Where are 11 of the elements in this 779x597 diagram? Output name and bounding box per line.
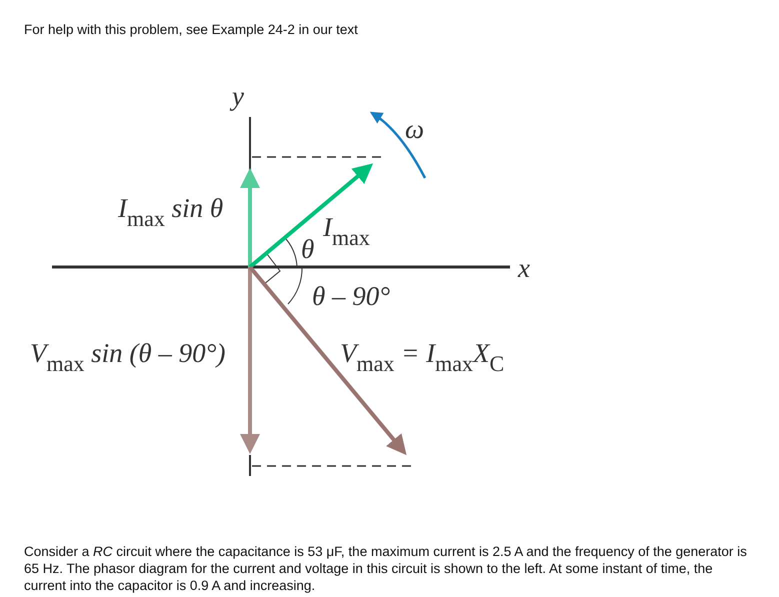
formula-label: I$_{max}$ — [323, 214, 370, 249]
heading-text: For help with this problem, see Example 24-2 in our text — [24, 22, 358, 37]
angle-label: θ – 90° — [312, 283, 390, 310]
formula-label: V$_{max}$ = I$_{max}$X$_{C}$ — [340, 340, 504, 375]
axis-label: y — [232, 83, 244, 110]
angular-velocity-label: ω — [405, 116, 424, 143]
formula-label: I$_{max}$ sin θ — [118, 195, 224, 230]
problem-text: Consider a RC circuit where the capacitance is 53 μF, the maximum current is 2.5 A and the frequency of the generator is 65 Hz. The phasor diagram for the current and voltage in this circuit is shown to the left. At some instant of time, the current into the capacitor is 0.9 A and increasing. — [24, 543, 748, 594]
formula-label: V$_{max}$ sin (θ – 90°) — [30, 340, 226, 375]
angle-label: θ — [301, 236, 314, 263]
axis-label: x — [518, 255, 530, 282]
